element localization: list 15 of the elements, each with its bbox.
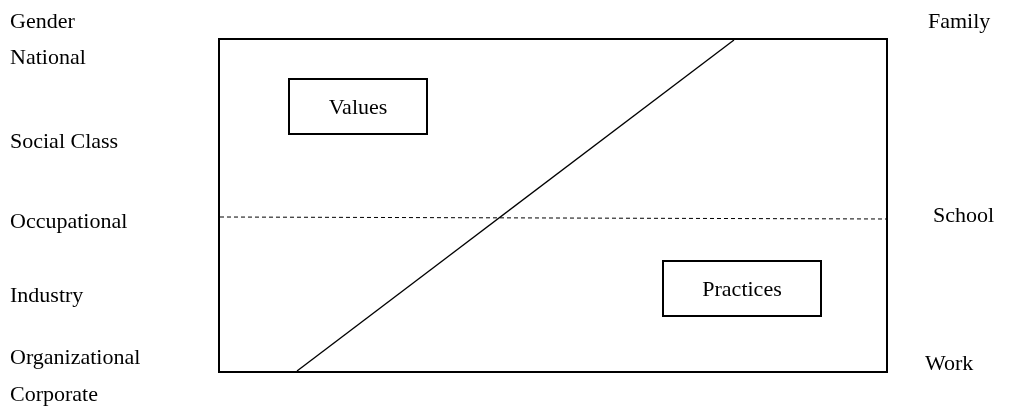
level-label: Organizational bbox=[10, 346, 141, 368]
level-label: Work bbox=[925, 352, 974, 374]
level-label: School bbox=[933, 204, 995, 226]
label-box bbox=[662, 260, 822, 317]
level-label: Gender bbox=[10, 10, 75, 32]
frame-box bbox=[218, 38, 888, 373]
level-label: Industry bbox=[10, 284, 84, 306]
level-label: National bbox=[10, 46, 86, 68]
node-label: Practices bbox=[702, 277, 782, 300]
level-label: Corporate bbox=[10, 383, 98, 405]
node-label: Values bbox=[328, 95, 388, 118]
label-box bbox=[288, 78, 428, 135]
level-label: Social Class bbox=[10, 130, 119, 152]
level-label: Occupational bbox=[10, 210, 128, 232]
level-label: Family bbox=[928, 10, 991, 32]
